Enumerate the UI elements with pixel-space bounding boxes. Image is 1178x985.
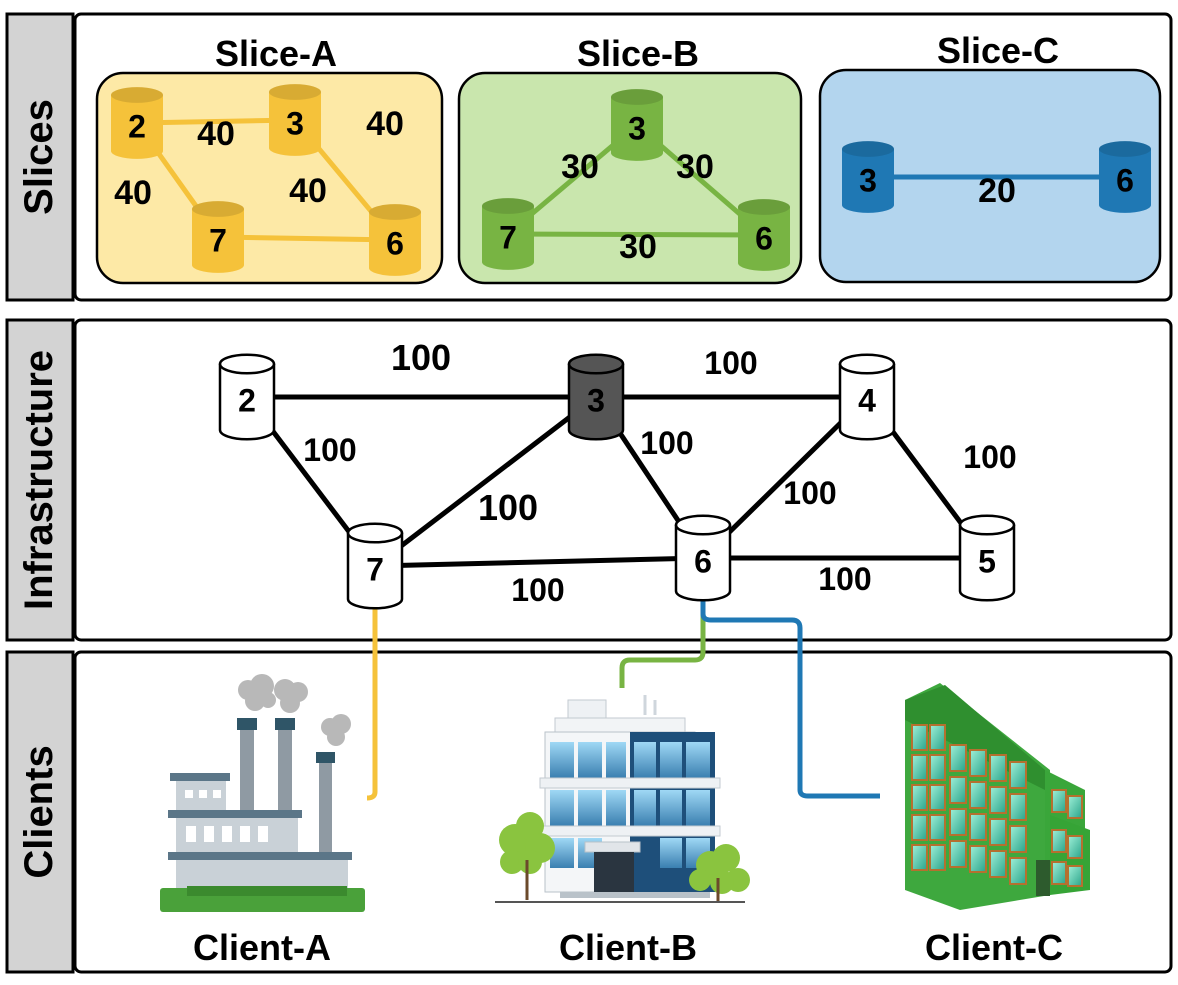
infra-link-7-3 (373, 395, 598, 568)
infra-link-7-6 (374, 555, 704, 569)
clients-side-tab: Clients (5, 650, 75, 974)
slice-1-bandwidth-7-6: 30 (619, 228, 657, 266)
slice-b-title: Slice-B (577, 33, 699, 74)
infra-bandwidth-2-7: 100 (303, 432, 356, 468)
slice-1-node-6-label: 6 (755, 220, 773, 256)
factory-icon (160, 674, 365, 912)
slice-0-node-7-label: 7 (209, 222, 227, 258)
infra-bandwidth-7-6: 100 (511, 572, 564, 608)
slice-0-node-6: 6 (369, 204, 421, 276)
slice-1-node-7: 7 (482, 198, 534, 270)
slice-2-node-6: 6 (1099, 141, 1152, 213)
slice-c-title: Slice-C (937, 30, 1059, 71)
slices-panel-label: Slices (17, 99, 61, 215)
slice-a-title: Slice-A (215, 33, 337, 74)
infra-bandwidth-2-3: 100 (391, 337, 451, 378)
client-a-connection-line (366, 598, 378, 801)
infra-node-3: 3 (567, 353, 625, 441)
client-c-label: Client-C (925, 927, 1063, 968)
slice-1-link-7-6 (507, 231, 765, 238)
bandwidth-labels: 40 40 40 40 30 30 30 20 100 100 100 100 100 100 100 100… (114, 105, 1017, 608)
infra-bandwidth-3-4: 100 (704, 345, 757, 381)
slices-side-tab: Slices (5, 12, 75, 302)
slice-0-node-2: 2 (111, 87, 163, 159)
slice-0-bandwidth-3-6: 40 (366, 105, 404, 143)
slice-0-node-3-label: 3 (286, 105, 304, 141)
slice-0-node-7: 7 (192, 201, 244, 273)
slice-1-node-3-label: 3 (628, 110, 646, 146)
slice-1-node-6: 6 (738, 199, 790, 271)
infra-bandwidth-6-5: 100 (818, 561, 871, 597)
infra-bandwidth-4-6: 100 (783, 475, 836, 511)
infra-node-6: 6 (674, 514, 732, 602)
infra-node-7-label: 7 (366, 551, 384, 587)
infra-node-4-label: 4 (858, 382, 876, 418)
slice-0-link-2-3 (136, 117, 296, 126)
client-c-connection-line (700, 598, 880, 799)
infra-bandwidth-7-3: 100 (478, 487, 538, 528)
slice-nodes: 2 3 7 6 3 7 6 3 6 (111, 84, 1152, 276)
infra-node-5-label: 5 (978, 543, 996, 579)
slice-2-node-3-label: 3 (859, 162, 877, 198)
slice-1-bandwidth-3-6: 30 (676, 148, 714, 186)
infra-node-2: 2 (218, 353, 276, 441)
slice-2-bandwidth-3-6: 20 (978, 172, 1016, 210)
office-building-icon (495, 695, 750, 903)
infra-node-2-label: 2 (238, 382, 256, 418)
infrastructure-nodes: 2 3 4 7 6 5 (218, 353, 1016, 610)
slice-0-bandwidth-7-6: 40 (289, 172, 327, 210)
client-a-label: Client-A (193, 927, 331, 968)
infra-node-5: 5 (958, 514, 1016, 602)
slice-1-node-7-label: 7 (499, 219, 517, 255)
green-skyscraper-icon (905, 683, 1090, 910)
clients-panel-label: Clients (17, 745, 61, 878)
slice-a-box (95, 71, 444, 285)
slice-1-node-3: 3 (611, 89, 663, 161)
slice-2-node-3: 3 (842, 141, 894, 213)
infra-node-3-label: 3 (587, 382, 605, 418)
slice-0-node-6-label: 6 (386, 225, 404, 261)
infra-node-4: 4 (838, 353, 896, 441)
slice-1-bandwidth-3-7: 30 (561, 148, 599, 186)
client-b-label: Client-B (559, 927, 697, 968)
slice-2-node-6-label: 6 (1116, 162, 1134, 198)
slice-0-link-7-6 (217, 234, 396, 243)
slice-b-box (457, 71, 803, 285)
infra-bandwidth-3-6: 100 (640, 425, 693, 461)
slice-0-node-2-label: 2 (128, 108, 146, 144)
slice-0-bandwidth-2-7: 40 (114, 174, 152, 212)
slice-0-bandwidth-2-3: 40 (197, 115, 235, 153)
infra-bandwidth-4-5: 100 (963, 439, 1016, 475)
infrastructure-panel-label: Infrastructure (17, 350, 61, 610)
infra-node-7: 7 (346, 522, 404, 610)
client-b-connection-line (619, 598, 706, 688)
slice-0-node-3: 3 (269, 84, 321, 156)
infrastructure-side-tab: Infrastructure (5, 318, 75, 642)
infra-node-6-label: 6 (694, 543, 712, 579)
